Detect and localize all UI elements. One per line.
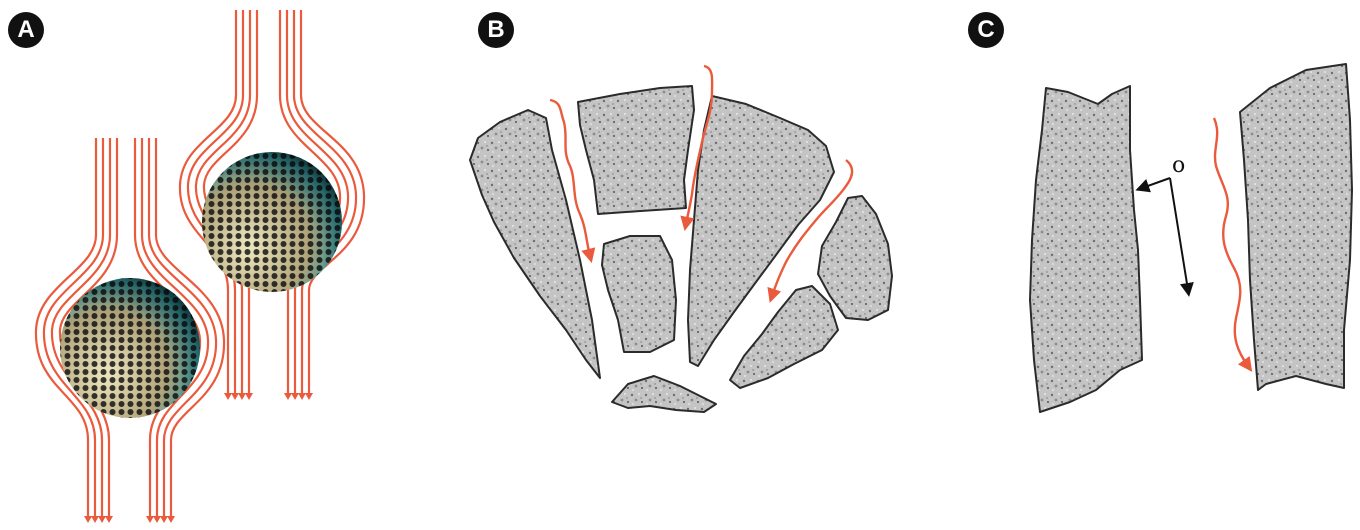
panel-a-porous-sphere-upper bbox=[202, 152, 342, 292]
panel-b-rock-fragments bbox=[470, 86, 892, 412]
fragment-center-small bbox=[602, 236, 676, 352]
fragment-left-wedge bbox=[470, 110, 600, 378]
panel-a-arrowheads-upper bbox=[224, 393, 313, 400]
fragment-bottom-sliver bbox=[612, 376, 716, 412]
fragment-far-right bbox=[818, 196, 892, 320]
fragment-top-center bbox=[578, 86, 694, 214]
opening-label: o bbox=[1172, 153, 1185, 178]
block-left bbox=[1030, 86, 1142, 412]
panel-a-arrowheads-lower bbox=[84, 516, 175, 523]
panel-c-rock-blocks bbox=[1030, 64, 1352, 412]
fragment-right-lower bbox=[730, 286, 838, 388]
panel-c-opening-axes bbox=[1142, 178, 1188, 290]
panel-a-porous-sphere-lower bbox=[60, 278, 200, 418]
block-right bbox=[1240, 64, 1352, 390]
